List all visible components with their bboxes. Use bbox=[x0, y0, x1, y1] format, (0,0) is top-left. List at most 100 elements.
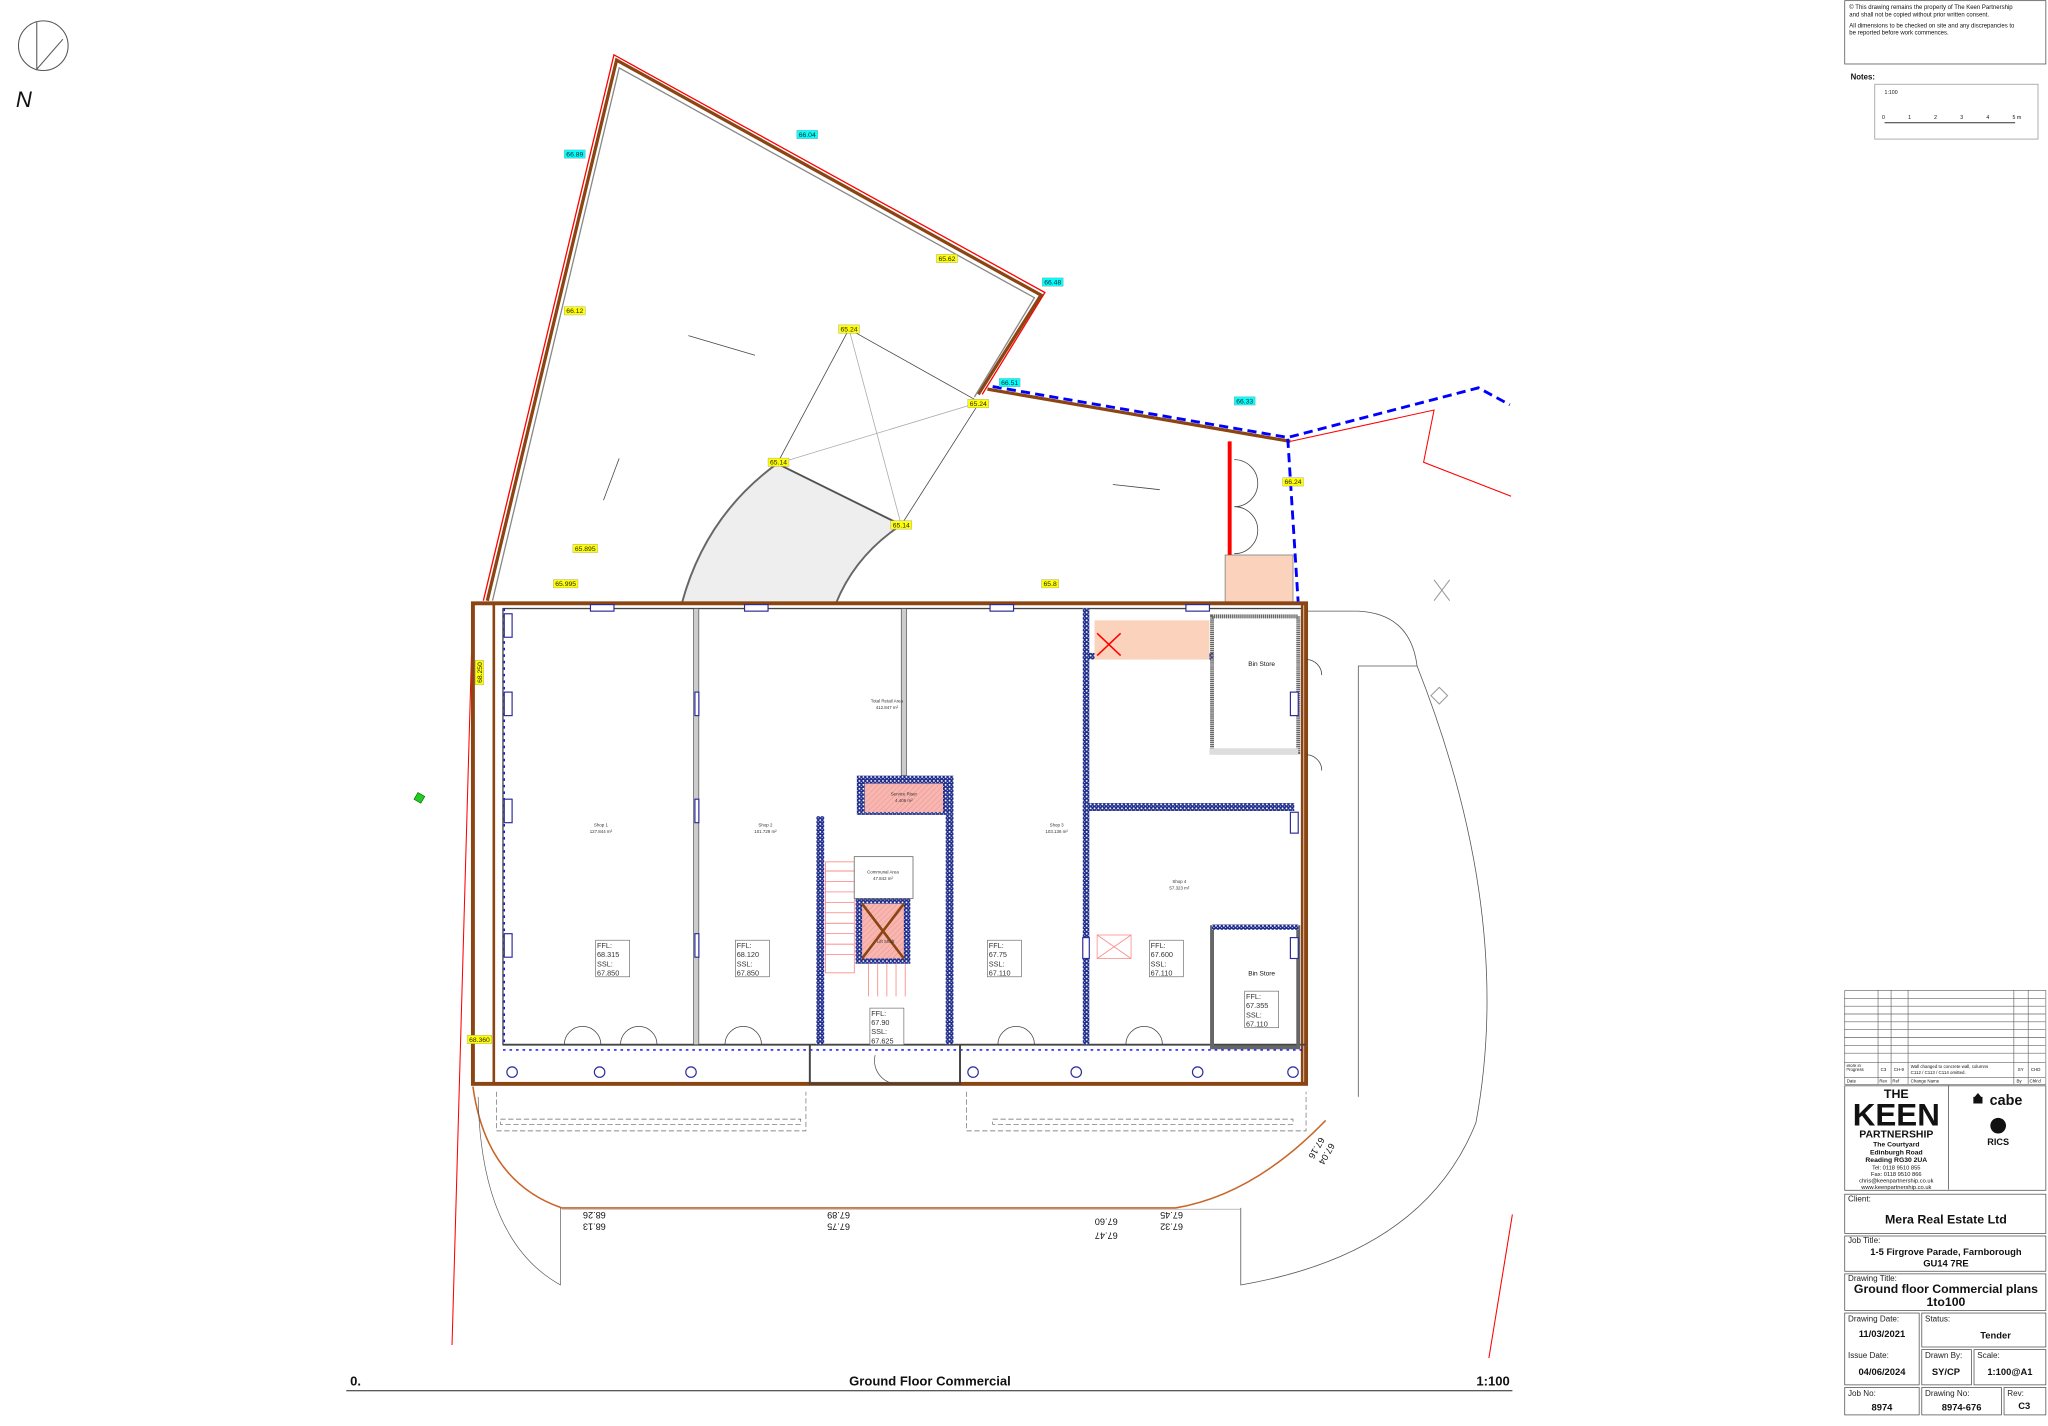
level-tag: 66.48 bbox=[1044, 279, 1061, 286]
rics-logo: RICS bbox=[1987, 1117, 2009, 1147]
svg-text:2: 2 bbox=[1934, 115, 1937, 121]
svg-text:Total Retail Area: Total Retail Area bbox=[871, 699, 904, 704]
level-tag: 66.12 bbox=[566, 308, 583, 315]
bin-area-proposed bbox=[1224, 554, 1294, 604]
cabe-logo: cabe bbox=[1973, 1093, 2022, 1109]
svg-text:Reading RG30 2UA: Reading RG30 2UA bbox=[1865, 1157, 1927, 1164]
svg-text:5 m: 5 m bbox=[2013, 115, 2022, 121]
level-tag-background bbox=[553, 579, 579, 589]
svg-text:Service Riser: Service Riser bbox=[891, 791, 918, 796]
svg-text:Shop 4: Shop 4 bbox=[1172, 879, 1187, 884]
svg-text:Rev: Rev bbox=[1879, 1079, 1888, 1084]
issue-date: 04/06/2024 bbox=[1858, 1366, 1906, 1377]
job-title-label: Job Title: bbox=[1848, 1236, 1880, 1245]
level-tag: 65.995 bbox=[555, 581, 576, 588]
level-tag: 66.04 bbox=[799, 132, 816, 139]
svg-text:4: 4 bbox=[1986, 115, 1989, 121]
svg-text:Date: Date bbox=[1847, 1079, 1857, 1084]
svg-text:SSL:: SSL: bbox=[597, 959, 613, 968]
svg-text:SSL:: SSL: bbox=[1246, 1010, 1262, 1019]
level-tag: 66.33 bbox=[1236, 398, 1253, 405]
level-tag: 65.8 bbox=[1044, 581, 1057, 588]
scale-value: 1:100@A1 bbox=[1987, 1366, 2032, 1377]
drawing-no-label: Drawing No: bbox=[1925, 1389, 1969, 1398]
svg-text:SSL:: SSL: bbox=[737, 959, 753, 968]
level-tags: 66.89 66.04 66.48 66.51 66.33 65.62 66.1… bbox=[466, 130, 1304, 1044]
title-block: © This drawing remains the property of T… bbox=[1844, 0, 2047, 1416]
svg-text:GU14 7RE: GU14 7RE bbox=[1923, 1258, 1968, 1269]
svg-text:SSL:: SSL: bbox=[989, 959, 1005, 968]
room-lift-shaft: Lift Shaft bbox=[877, 939, 895, 944]
svg-text:412.847 m²: 412.847 m² bbox=[876, 705, 899, 710]
job-no: 8974 bbox=[1872, 1401, 1894, 1412]
revision-table bbox=[1844, 989, 2047, 1085]
level-tag: 66.89 bbox=[566, 151, 583, 158]
drawing-title: Ground floor Commercial plans bbox=[1854, 1282, 2038, 1296]
svg-text:Communal Area: Communal Area bbox=[867, 870, 899, 875]
drawing-date-label: Drawing Date: bbox=[1848, 1315, 1899, 1324]
north-arrow-circle-icon bbox=[17, 20, 69, 72]
street-level-upper: 67.89 bbox=[827, 1210, 850, 1220]
level-tag: 65.24 bbox=[970, 401, 987, 408]
notes-label: Notes: bbox=[1851, 73, 1875, 82]
pavement-kerb bbox=[472, 1086, 1327, 1209]
svg-text:Chk'd: Chk'd bbox=[2030, 1079, 2042, 1084]
north-label: N bbox=[16, 87, 33, 112]
room-bin-store-south: Bin Store bbox=[1248, 970, 1275, 977]
rev-label: Rev: bbox=[2007, 1389, 2024, 1398]
ramp bbox=[680, 462, 904, 605]
level-tag: 65.895 bbox=[575, 546, 596, 553]
svg-text:Edinburgh Road: Edinburgh Road bbox=[1870, 1149, 1923, 1156]
drawing-date: 11/03/2021 bbox=[1859, 1328, 1905, 1339]
svg-text:1: 1 bbox=[1908, 115, 1911, 121]
room-shop-4: Shop 457.323 m² bbox=[1169, 879, 1189, 891]
svg-text:be reported before work commen: be reported before work commences. bbox=[1849, 31, 1949, 37]
client-label: Client: bbox=[1848, 1194, 1871, 1203]
svg-text:1:100: 1:100 bbox=[1885, 90, 1898, 96]
level-tag-background bbox=[796, 130, 818, 139]
revision-by: SY bbox=[2018, 1067, 2024, 1072]
drawing-title-label: Drawing Title: bbox=[1848, 1274, 1897, 1283]
level-tag-background bbox=[767, 457, 790, 467]
svg-text:FFL:: FFL: bbox=[871, 1009, 886, 1018]
svg-text:67.850: 67.850 bbox=[597, 968, 619, 977]
bin-store-north bbox=[1210, 614, 1301, 755]
scale-label: Scale: bbox=[1977, 1351, 1999, 1360]
svg-text:67.625: 67.625 bbox=[871, 1036, 893, 1045]
revision-ref: CH-9 bbox=[1894, 1067, 1905, 1072]
level-tag: 65.14 bbox=[893, 522, 910, 529]
svg-text:68.315: 68.315 bbox=[597, 950, 619, 959]
room-bin-store-north: Bin Store bbox=[1248, 661, 1275, 668]
level-tag-background bbox=[1041, 579, 1059, 589]
svg-text:By: By bbox=[2016, 1079, 2022, 1084]
drawing-title-bar: 0. Ground Floor Commercial 1:100 bbox=[346, 1374, 1513, 1392]
level-tag-background bbox=[967, 399, 989, 408]
level-tag-background bbox=[466, 1035, 492, 1044]
status-value: Tender bbox=[1980, 1330, 2011, 1341]
north-arrow: N bbox=[16, 20, 69, 112]
drawn-by: SY/CP bbox=[1932, 1366, 1960, 1377]
svg-text:Bin Store: Bin Store bbox=[1248, 661, 1275, 668]
level-tag: 68.250 bbox=[477, 662, 484, 683]
title-bar-left: 0. bbox=[350, 1374, 361, 1389]
level-tag-background bbox=[1042, 277, 1064, 287]
bin-store-south bbox=[1210, 925, 1301, 1050]
revision-change: Wall changed to concrete wall, columns bbox=[1911, 1064, 1989, 1069]
svg-text:FFL:: FFL: bbox=[597, 941, 612, 950]
svg-text:103.136 m²: 103.136 m² bbox=[1045, 829, 1068, 834]
svg-text:Tel: 0118 9510 855: Tel: 0118 9510 855 bbox=[1872, 1165, 1920, 1171]
svg-text:© This drawing remains the pro: © This drawing remains the property of T… bbox=[1849, 4, 2013, 11]
svg-text:All dimensions to be checked o: All dimensions to be checked on site and… bbox=[1849, 23, 2015, 29]
